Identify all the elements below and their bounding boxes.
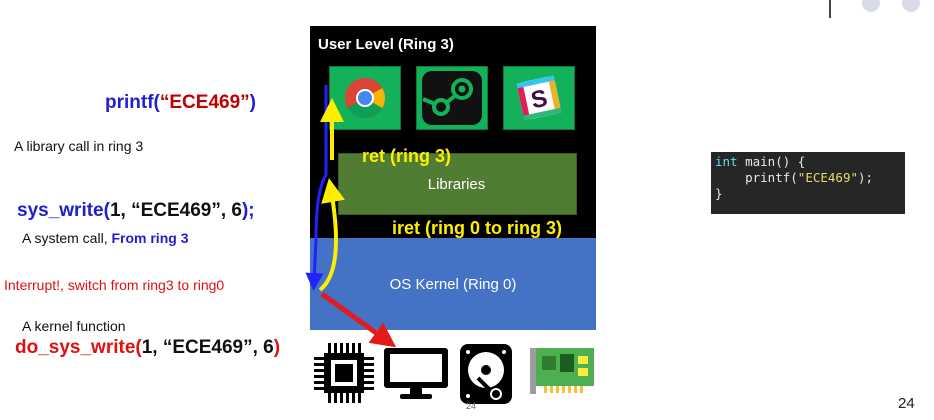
decor-dot [902,0,920,12]
cpu-icon [314,343,374,403]
do-sys-write-call: do_sys_write(1, “ECE469”, 6) [15,337,280,359]
printf-close: ) [249,92,256,113]
user-level-label: User Level (Ring 3) [318,36,454,53]
interrupt-text: Interrupt!, switch from ring3 to ring0 [4,277,225,293]
do-sys-write-args: 1, “ECE469”, 6 [141,337,274,358]
do-sys-write-fn: do_sys_write( [15,337,142,358]
code-line-1: main() { [737,154,806,169]
slide-small-number: 24 [466,401,477,411]
slack-icon: S [516,75,562,121]
library-call-desc: A library call in ring 3 [14,138,144,154]
system-call-label: A system call, [22,230,112,246]
printf-fn: printf( [105,92,160,113]
ret-label: ret (ring 3) [362,146,452,166]
decor-dot [862,0,880,12]
code-line-3: } [715,186,723,201]
printf-arg: “ECE469” [159,92,250,113]
hard-drive-icon [460,344,512,404]
libraries-label: Libraries [427,176,486,193]
monitor-icon [384,348,448,399]
sys-write-args: 1, “ECE469”, 6 [109,200,242,221]
app-tile-slack: S [503,66,575,130]
system-call-desc: A system call, From ring 3 [22,230,188,246]
sys-write-close: ); [241,200,255,221]
code-line-2-fn: printf( [715,170,798,185]
network-card-icon [530,348,594,394]
printf-call: printf(“ECE469”) [105,92,256,114]
system-call-from: From ring 3 [111,230,189,246]
kernel-label: OS Kernel (Ring 0) [389,276,517,293]
app-tile-steam [416,66,488,130]
iret-label: iret (ring 0 to ring 3) [392,218,563,238]
iret-arrow [318,178,345,292]
steam-icon [422,71,482,125]
kernel-function-desc: A kernel function [22,318,126,334]
code-snippet: int main() { printf("ECE469"); } [711,152,905,214]
code-line-2-end: ); [858,170,874,185]
chrome-icon [345,78,385,118]
do-sys-write-close: ) [273,337,281,358]
sys-write-fn: sys_write( [17,200,110,221]
page-number: 24 [898,395,915,412]
device-arrow [320,291,397,348]
header-divider [829,0,831,18]
code-keyword: int [715,154,738,169]
svg-text:S: S [529,85,550,115]
code-string: "ECE469" [797,170,859,185]
sys-write-call: sys_write(1, “ECE469”, 6); [17,200,255,222]
call-arrow [305,85,328,291]
kernel-layer [310,238,596,330]
